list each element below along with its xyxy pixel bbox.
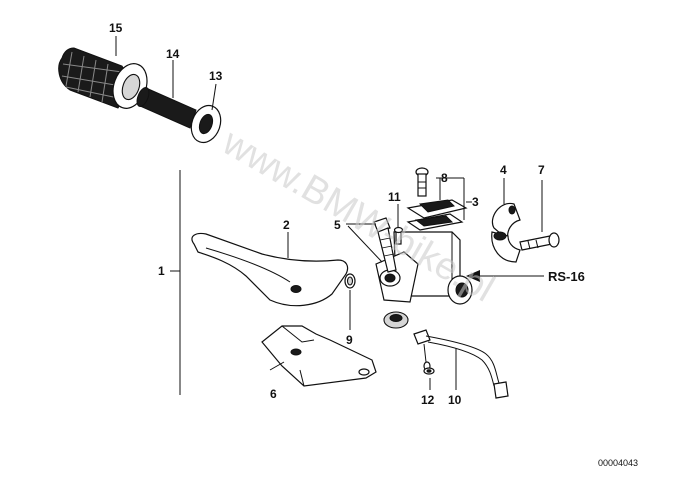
piston [373,217,397,273]
assembly-bracket [170,170,181,395]
brake-lever [191,232,349,307]
grommet [383,311,409,329]
handlebar-grip [58,47,148,109]
callout-5: 5 [334,218,341,232]
callout-6: 6 [270,387,277,401]
callout-11: 11 [388,190,401,204]
small-screw [393,226,404,245]
callout-8: 8 [441,171,448,185]
callout-7: 7 [538,163,545,177]
leader-lines [115,36,543,390]
brake-light-switch [413,329,509,399]
clamp-bolt [519,232,560,251]
bushing [344,273,356,289]
grip-ring [190,104,222,144]
cover-screw [415,167,429,197]
callout-12: 12 [421,393,435,407]
drawing-code: 00004043 [598,458,638,468]
callout-2: 2 [283,218,290,232]
callout-3: 3 [472,195,479,209]
reservoir-cover [406,199,468,231]
reference-arrow [466,270,544,282]
callout-15: 15 [109,21,123,35]
callout-9: 9 [346,333,353,347]
callout-10: 10 [448,393,462,407]
lever-cover [261,325,377,387]
throttle-tube [136,87,197,129]
reference-label: RS-16 [548,269,585,284]
callout-14: 14 [166,47,180,61]
handlebar-clamp [491,202,521,263]
callout-1: 1 [158,264,165,278]
callout-4: 4 [500,163,507,177]
callout-13: 13 [209,69,223,83]
